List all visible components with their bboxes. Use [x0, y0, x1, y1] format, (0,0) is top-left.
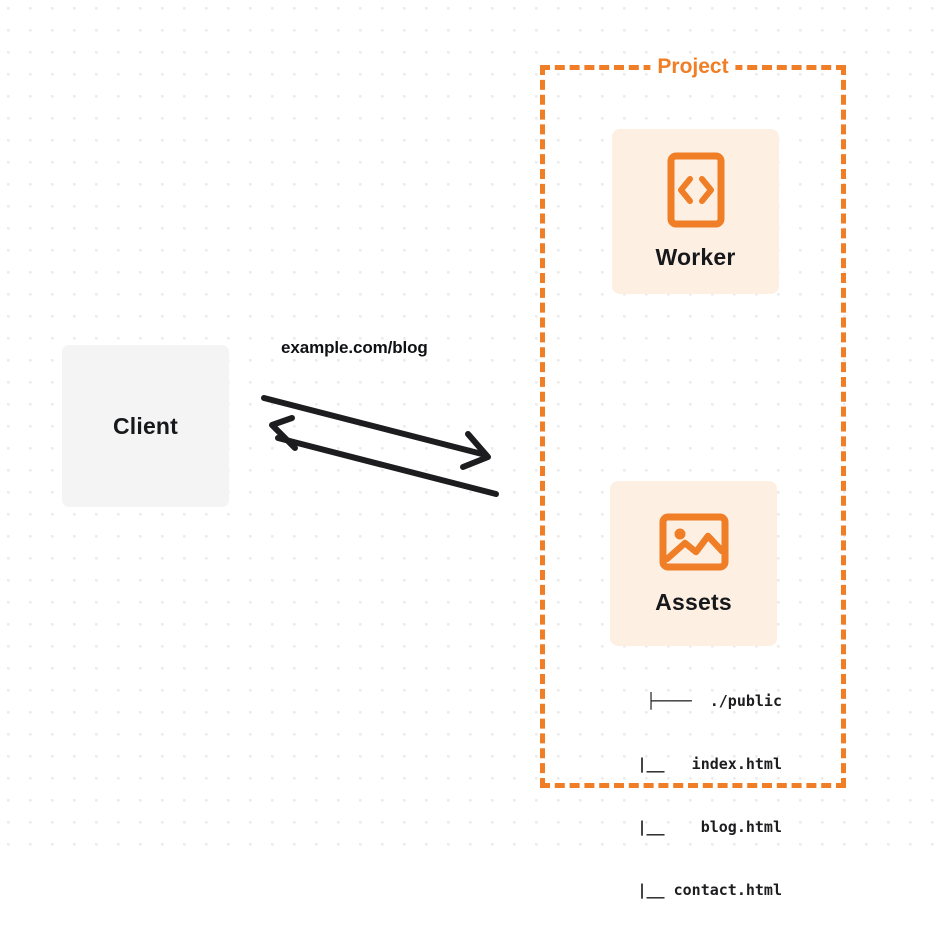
- image-icon: [659, 513, 728, 571]
- assets-label: Assets: [655, 589, 732, 615]
- assets-file-tree: ├──── ./public |__ index.html |__ blog.h…: [586, 649, 782, 943]
- node-client[interactable]: Client: [62, 345, 229, 507]
- node-worker[interactable]: Worker: [612, 129, 779, 294]
- arrow-response-to-client: [269, 415, 499, 497]
- tree-row: |__ blog.html: [610, 818, 782, 836]
- code-brackets-icon: [667, 152, 724, 228]
- project-title: Project: [650, 55, 736, 79]
- edge-label-request-url: example.com/blog: [281, 338, 428, 357]
- diagram-canvas: Client example.com/blog Project Worker: [0, 0, 938, 899]
- worker-label: Worker: [655, 244, 736, 270]
- tree-row: ├──── ./public: [646, 692, 782, 710]
- tree-row: |__ contact.html: [610, 881, 782, 899]
- arrow-request-to-project: [261, 395, 491, 470]
- group-project: Project: [540, 55, 846, 788]
- tree-row: |__ index.html: [610, 755, 782, 773]
- connection-arrows: [261, 395, 499, 497]
- node-assets[interactable]: Assets: [610, 481, 777, 646]
- client-label: Client: [112, 412, 179, 439]
